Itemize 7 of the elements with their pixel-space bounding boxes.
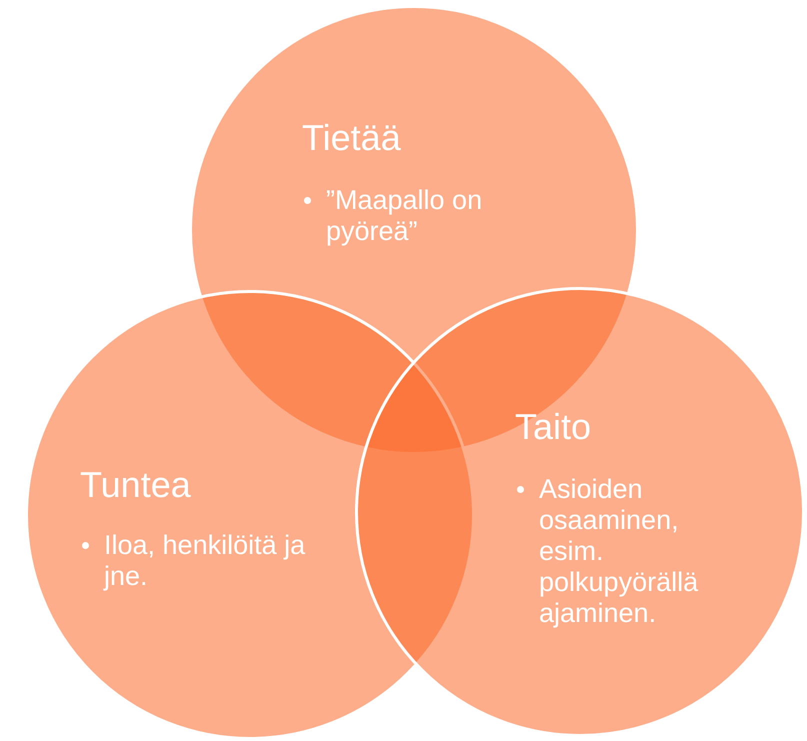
venn-circle xyxy=(355,287,805,737)
circle-heading: Tuntea xyxy=(80,465,191,505)
bullet-text: Iloa, henkilöitä ja jne. xyxy=(80,530,340,592)
circle-heading: Taito xyxy=(515,407,592,447)
circle-heading: Tietää xyxy=(302,118,401,158)
bullet-text: Asioiden osaaminen, esim. polkupyörällä ajaminen. xyxy=(515,474,745,629)
bullet-text: ”Maapallo on pyöreä” xyxy=(302,185,562,247)
